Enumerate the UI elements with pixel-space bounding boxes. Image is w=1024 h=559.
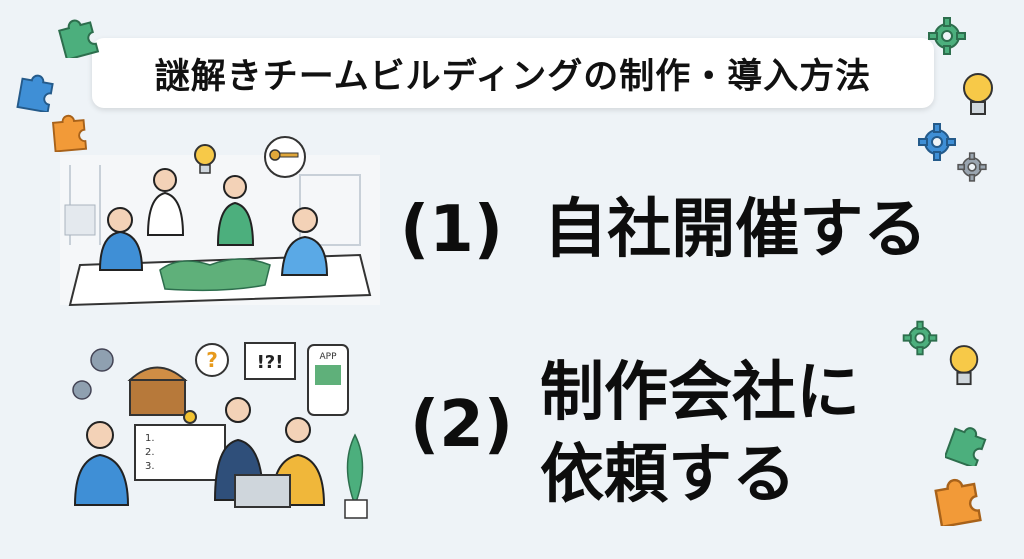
list-item-1: 1. [145, 433, 155, 444]
key-icon [264, 136, 306, 178]
app-label: APP [319, 352, 337, 362]
puzzle-piece-icon [16, 74, 54, 112]
page-title: 謎解きチームビルディングの制作・導入方法 [92, 38, 934, 108]
gear-icon [918, 123, 956, 161]
lightbulb-icon [194, 144, 216, 174]
gear-icon [928, 17, 966, 55]
option-1-number: (1) [400, 193, 504, 267]
gear-icon [72, 348, 114, 400]
production-company-illustration: ? !?! APP 1. 2. 3. [72, 342, 368, 519]
laptop-icon [234, 474, 291, 508]
treasure-chest-icon [127, 366, 197, 424]
option-2-number: (2) [410, 388, 514, 462]
title-text: 謎解きチームビルディングの制作・導入方法 [154, 56, 872, 97]
puzzle-piece-icon [945, 427, 987, 466]
puzzle-piece-icon [58, 19, 100, 58]
list-item-2: 2. [145, 447, 155, 458]
gear-icon [957, 152, 987, 182]
lightbulb-icon [963, 73, 993, 115]
puzzle-piece-icon [52, 114, 88, 152]
option-1-text: 自社開催する [543, 193, 928, 267]
option-1: (1) 自社開催する [400, 190, 927, 270]
gear-icon [902, 320, 938, 356]
plant-icon [344, 433, 368, 519]
lightbulb-icon [949, 345, 979, 386]
svg-text:?: ? [206, 348, 218, 372]
signboard-text: !?! [257, 352, 284, 373]
app-phone-icon: APP [307, 344, 349, 416]
list-item-3: 3. [145, 461, 155, 472]
option-2-text: 制作会社に 依頼する [540, 352, 860, 516]
puzzle-piece-icon [934, 478, 982, 526]
question-bubble-icon: ? [195, 343, 229, 377]
option-2-line2: 依頼する [540, 438, 796, 512]
team-meeting-illustration [60, 136, 380, 307]
option-2-line1: 制作会社に [540, 356, 860, 430]
